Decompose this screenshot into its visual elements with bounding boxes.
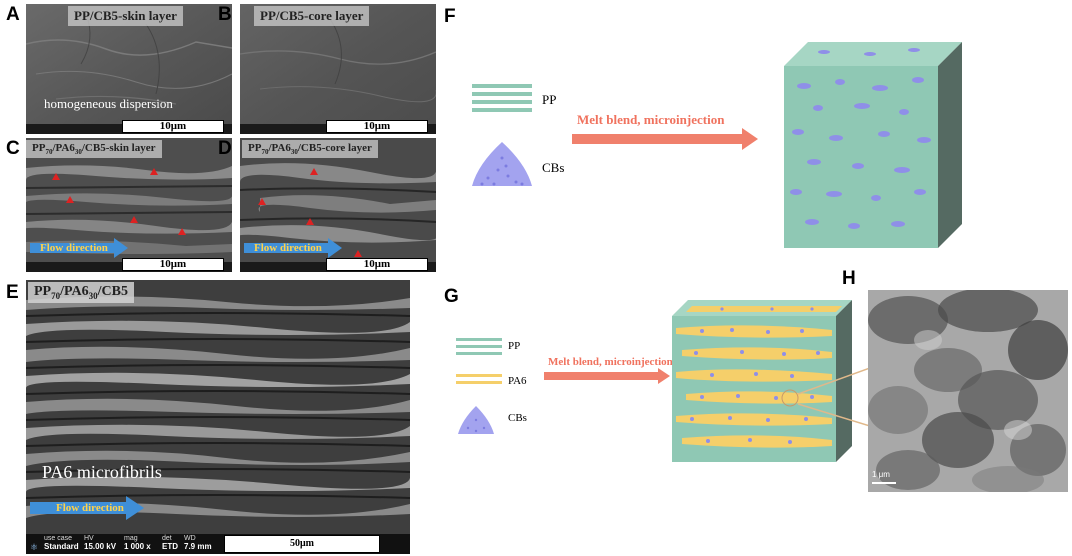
panel-label-e: E [6, 282, 19, 303]
scale-bar-c: 10μm [122, 258, 224, 271]
panel-a-title: PP/CB5-skin layer [68, 6, 183, 26]
panel-label-a: A [6, 4, 20, 25]
flow-arrow-c [30, 238, 128, 258]
panel-e-annotation: PA6 microfibrils [42, 462, 162, 482]
process-arrow-f [572, 128, 758, 150]
panel-e-title: PP70/PA630/CB5 [28, 282, 134, 303]
cbs-label-f: CBs [542, 160, 565, 175]
scale-bar-d: 10μm [326, 258, 428, 271]
pp-label-f: PP [542, 92, 557, 107]
cb-pile-icon-f [472, 142, 532, 186]
panel-label-b: B [218, 4, 232, 25]
pp-pa6-cb-composite-cube-g [672, 300, 852, 462]
pp-layers-icon-f [472, 84, 532, 112]
red-marker-d1 [310, 168, 318, 175]
tem-texture-h [868, 290, 1068, 492]
panel-a-annotation: homogeneous dispersion [44, 96, 173, 111]
panel-d-title: PP70/PA630/CB5-core layer [242, 140, 378, 159]
pp-cb-composite-cube-f [784, 42, 962, 248]
flow-arrow-d [244, 238, 342, 258]
cb-pile-icon-g [458, 406, 494, 434]
red-marker-c2 [150, 168, 158, 175]
scale-bar-b: 10μm [326, 120, 428, 133]
red-marker-c5 [178, 228, 186, 235]
red-marker-c1 [52, 173, 60, 180]
panel-b-title: PP/CB5-core layer [254, 6, 370, 26]
panel-label-f: F [444, 6, 456, 27]
atom-icon: ⚛ [30, 542, 39, 552]
panel-c-title: PP70/PA630/CB5-skin layer [26, 140, 162, 159]
sem-image-d: PP70/PA630/CB5-core layer Flow direction… [240, 138, 436, 272]
flow-label-c: Flow direction [40, 242, 108, 254]
zoom-lines-g-h [798, 367, 870, 427]
tem-image-h: 1 μm [868, 290, 1068, 492]
pa6-layers-icon-g [456, 374, 502, 384]
process-arrow-g [544, 368, 670, 384]
scale-bar-a: 10μm [122, 120, 224, 133]
process-label-g: Melt blend, microinjection [548, 356, 673, 368]
panel-label-h: H [842, 268, 856, 289]
red-marker-c4 [130, 216, 138, 223]
red-marker-d3 [306, 218, 314, 225]
pp-label-g: PP [508, 340, 521, 352]
flow-label-e: Flow direction [56, 502, 124, 514]
scale-bar-h: 1 μm [872, 470, 890, 479]
panel-label-d: D [218, 138, 232, 159]
red-marker-d2 [258, 198, 266, 205]
pp-layers-icon-g [456, 338, 502, 355]
flow-label-d: Flow direction [254, 242, 322, 254]
flow-arrow-e [30, 496, 144, 520]
sem-image-e: PP70/PA630/CB5 PA6 microfibrils Flow dir… [26, 280, 410, 554]
panel-label-c: C [6, 138, 20, 159]
sem-image-b: PP/CB5-core layer 10μm [240, 4, 436, 134]
red-marker-c3 [66, 196, 74, 203]
panel-label-g: G [444, 286, 459, 307]
sem-image-a: PP/CB5-skin layer homogeneous dispersion… [26, 4, 232, 134]
scale-bar-e: 50μm [224, 535, 380, 553]
pa6-label-g: PA6 [508, 375, 527, 387]
process-label-f: Melt blend, microinjection [577, 112, 725, 127]
red-marker-d4 [354, 250, 362, 257]
sem-image-c: PP70/PA630/CB5-skin layer Flow direction… [26, 138, 232, 272]
cbs-label-g: CBs [508, 412, 527, 424]
